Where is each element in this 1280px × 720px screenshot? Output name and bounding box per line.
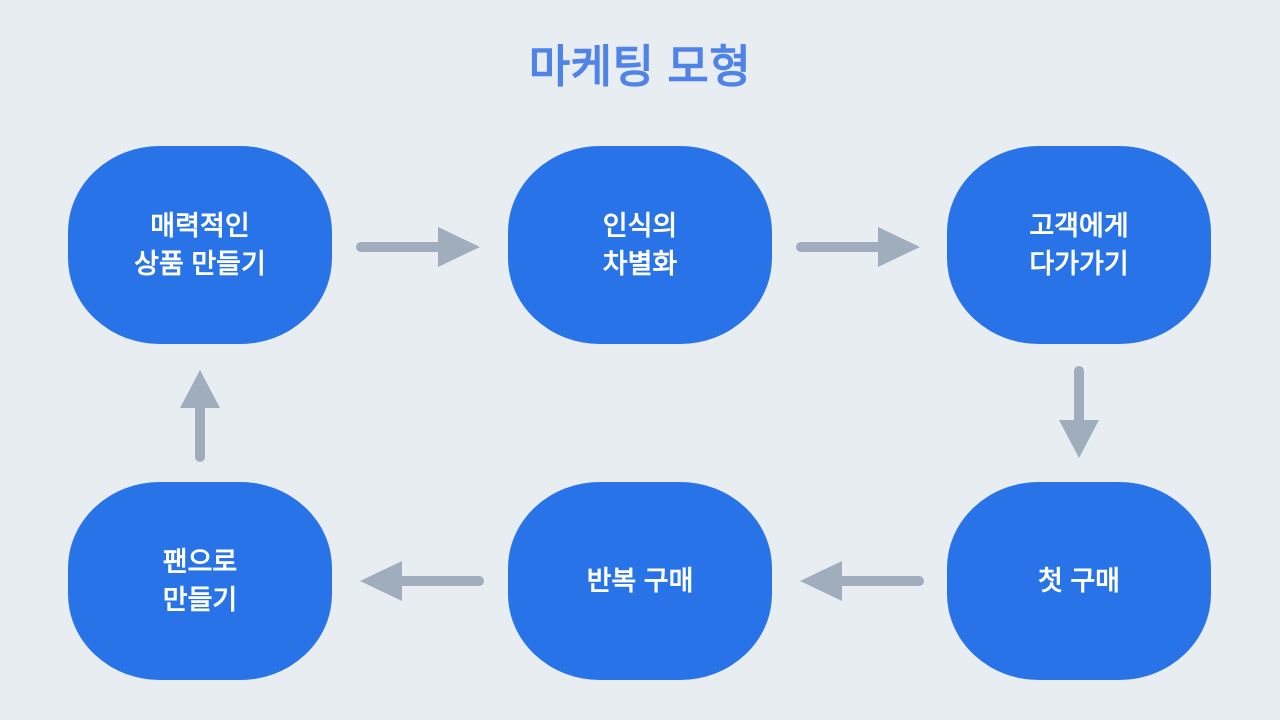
node-perception-differentiation[interactable]: 인식의 차별화: [508, 146, 772, 344]
arrow-down-icon: [1056, 366, 1102, 458]
node-attractive-product[interactable]: 매력적인 상품 만들기: [68, 146, 332, 344]
node-label: 팬으로 만들기: [162, 546, 238, 615]
arrow-left-icon: [800, 558, 924, 604]
node-first-purchase[interactable]: 첫 구매: [947, 482, 1211, 680]
node-make-fan[interactable]: 팬으로 만들기: [68, 482, 332, 680]
node-label: 인식의 차별화: [602, 210, 678, 279]
page-title: 마케팅 모형: [528, 41, 752, 92]
arrow-up-icon: [177, 370, 223, 462]
node-reach-customer[interactable]: 고객에게 다가가기: [947, 146, 1211, 344]
node-repeat-purchase[interactable]: 반복 구매: [508, 482, 772, 680]
node-label: 고객에게 다가가기: [1029, 210, 1129, 279]
arrow-right-icon: [356, 224, 480, 270]
node-label: 반복 구매: [586, 565, 694, 596]
arrow-left-icon: [360, 558, 484, 604]
node-label: 첫 구매: [1037, 565, 1121, 596]
node-label: 매력적인 상품 만들기: [134, 210, 266, 279]
arrow-right-icon: [796, 224, 920, 270]
